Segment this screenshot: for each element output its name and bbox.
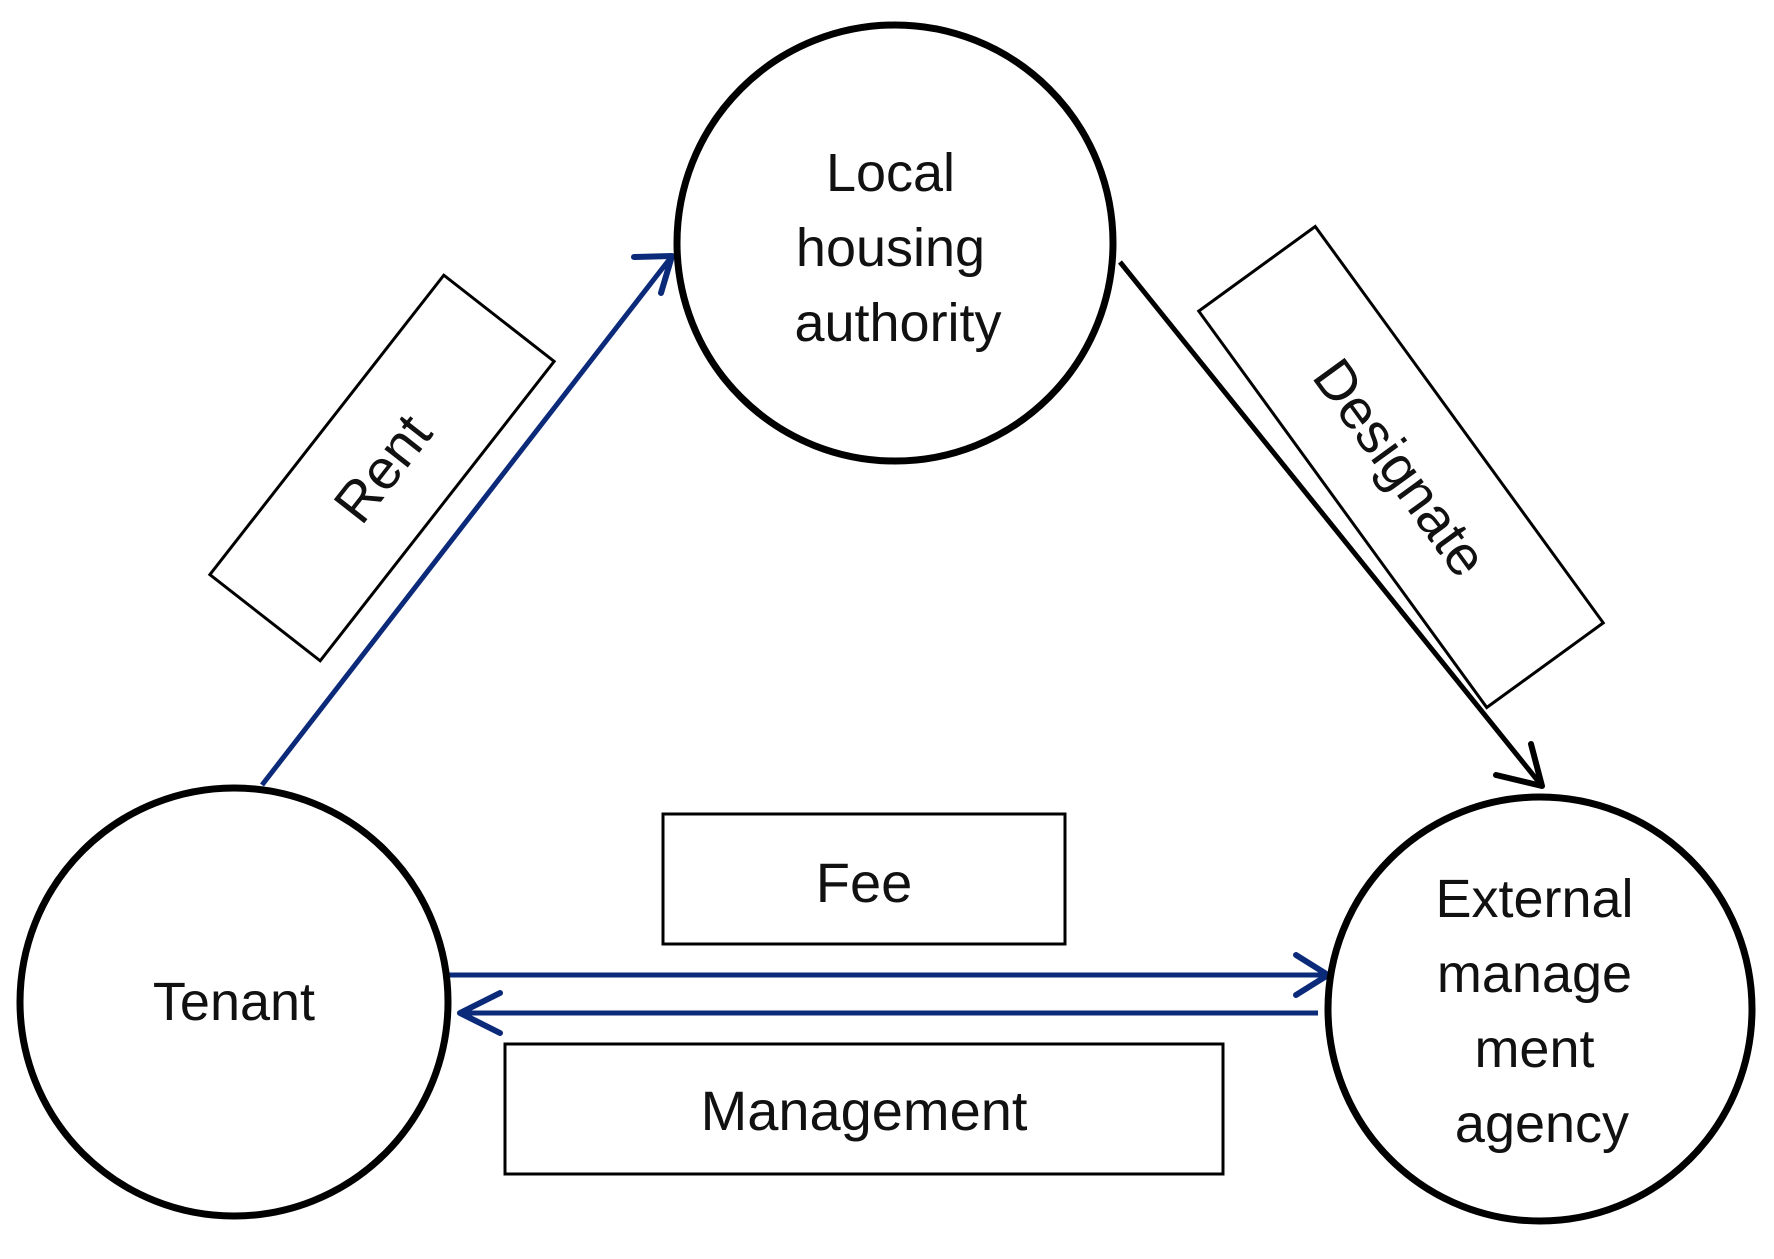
- authority-node-circle: [673, 21, 1117, 465]
- agency-node-circle: [1324, 793, 1756, 1225]
- management-box-frame: [503, 1042, 1225, 1176]
- designate-arrow-head: [1493, 741, 1545, 789]
- fee-label: Fee: [816, 851, 913, 914]
- rent-box-frame: [207, 273, 557, 663]
- designate-label-box: Designate: [1196, 224, 1606, 710]
- authority-label-line: housing: [796, 218, 985, 278]
- authority-node: Local housing authority: [673, 21, 1117, 465]
- agency-label-line: agency: [1455, 1094, 1629, 1154]
- tenant-node-circle: [16, 784, 452, 1220]
- rent-arrow-line: [260, 254, 674, 787]
- designate-arrow-line: [1118, 260, 1544, 788]
- agency-label-line: ment: [1474, 1019, 1594, 1079]
- management-arrow-head: [457, 990, 503, 1036]
- agency-label-line: External: [1435, 869, 1633, 929]
- designate-box-frame: [1196, 224, 1606, 710]
- authority-label-line: authority: [794, 293, 1001, 353]
- management-label: Management: [701, 1079, 1028, 1142]
- tenant-label: Tenant: [153, 972, 315, 1032]
- rent-arrow-head: [631, 253, 675, 296]
- rent-edge: [260, 253, 675, 787]
- agency-node: External manage ment agency: [1324, 793, 1756, 1225]
- tenant-node: Tenant: [16, 784, 452, 1220]
- designate-edge: [1118, 260, 1545, 789]
- agency-label-line: manage: [1437, 944, 1632, 1004]
- tenant-label-line: Tenant: [153, 972, 315, 1032]
- fee-edge: [447, 952, 1331, 998]
- agency-label: External manage ment agency: [1435, 869, 1648, 1154]
- fee-box-frame: [661, 812, 1067, 946]
- authority-label: Local housing authority: [794, 143, 1001, 353]
- authority-label-line: Local: [826, 143, 955, 203]
- management-label-box: Management: [503, 1042, 1225, 1176]
- management-edge: [457, 990, 1318, 1036]
- rent-label-box: Rent: [207, 273, 557, 663]
- fee-label-box: Fee: [661, 812, 1067, 946]
